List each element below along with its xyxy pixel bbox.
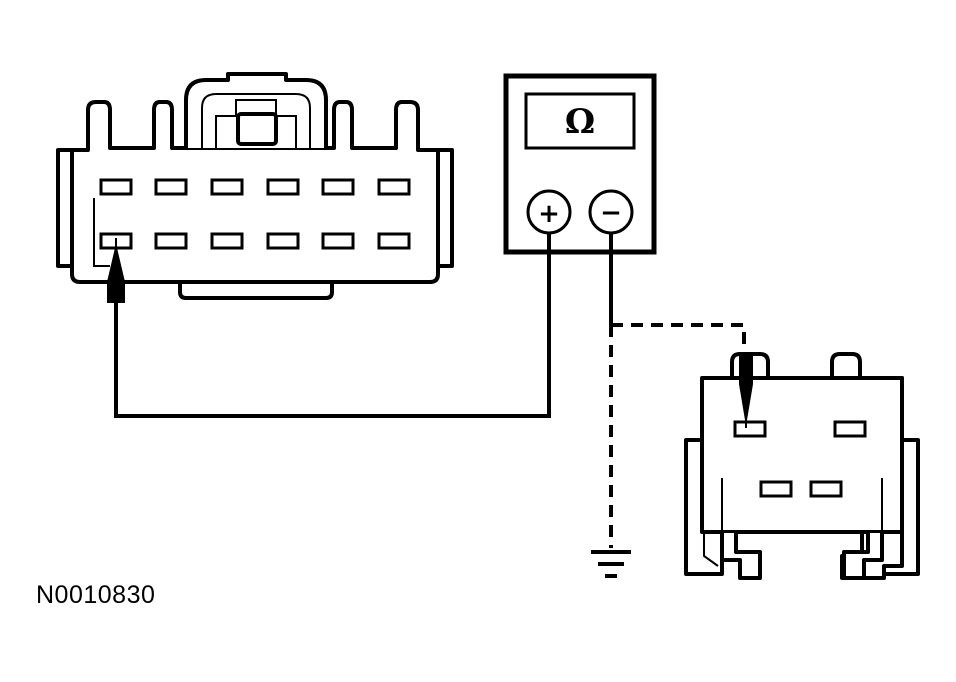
pin-cavity xyxy=(210,232,244,250)
pin-cavity xyxy=(266,178,300,196)
pin-cavity xyxy=(154,178,188,196)
meter-display xyxy=(524,92,636,150)
pin-cavity xyxy=(377,178,411,196)
pin-cavity xyxy=(759,480,793,498)
figure-id: N0010830 xyxy=(36,581,156,609)
pin-cavity xyxy=(833,420,867,438)
pin-cavity xyxy=(733,420,767,438)
four-pin-connector xyxy=(684,352,920,580)
probe-lead-dashed xyxy=(611,323,746,356)
positive-probe xyxy=(107,238,125,303)
negative-probe xyxy=(739,355,753,428)
pin-cavity xyxy=(154,232,188,250)
ohm-symbol: Ω xyxy=(565,102,595,142)
ground-icon xyxy=(591,550,631,578)
pin-cavity xyxy=(321,232,355,250)
multi-pin-connector xyxy=(56,72,454,300)
positive-lead xyxy=(114,233,551,418)
pin-cavity xyxy=(321,178,355,196)
test-leads xyxy=(114,233,746,548)
pin-cavity xyxy=(266,232,300,250)
pin-cavity xyxy=(809,480,843,498)
negative-terminal-label: − xyxy=(600,198,622,228)
pin-cavity xyxy=(210,178,244,196)
ohmmeter: Ω + − xyxy=(503,73,657,255)
pin-cavity xyxy=(377,232,411,250)
positive-terminal-label: + xyxy=(538,199,560,229)
pin-cavity xyxy=(99,178,133,196)
